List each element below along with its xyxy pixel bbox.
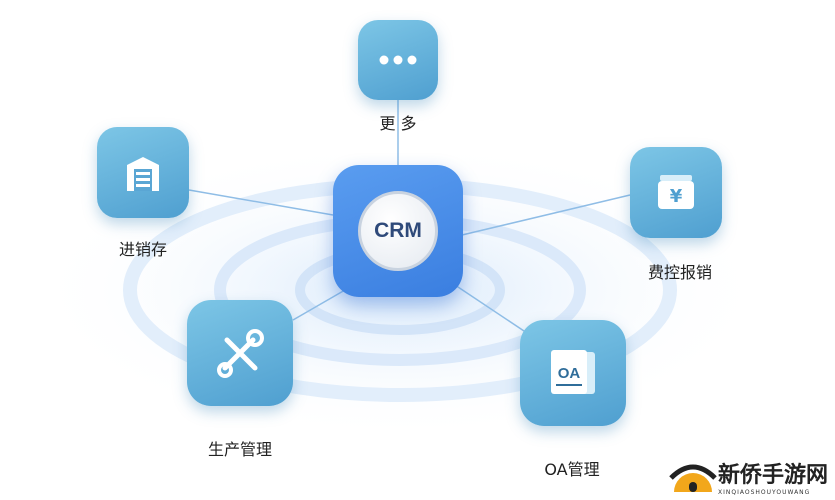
node-inventory[interactable] [97, 127, 189, 218]
node-more[interactable] [358, 20, 438, 100]
watermark-subtitle: XINQIAOSHOUYOUWANG [718, 488, 811, 496]
line-inventory [188, 189, 334, 216]
node-oa[interactable]: OA [520, 320, 626, 426]
watermark-title: 新侨手游网 [718, 461, 829, 488]
yen-wallet-icon: ¥ [658, 174, 694, 209]
watermark-logo-icon [669, 464, 717, 492]
node-expense[interactable]: ¥ [630, 147, 722, 238]
yen-symbol: ¥ [670, 186, 683, 207]
oa-text: OA [558, 365, 581, 382]
more-dots-icon [379, 55, 417, 65]
connector-lines [188, 100, 631, 336]
label-expense: 费控报销 [647, 263, 713, 282]
warehouse-icon [127, 156, 159, 191]
label-inventory: 进销存 [118, 240, 168, 259]
label-more: 更 多 [379, 114, 417, 133]
oa-document-icon: OA [551, 350, 595, 394]
crm-label: CRM [358, 191, 438, 271]
label-oa: OA管理 [544, 460, 600, 479]
line-oa [454, 284, 531, 336]
line-expense [461, 194, 631, 236]
tools-icon [217, 329, 264, 378]
watermark: 新侨手游网 XINQIAOSHOUYOUWANG [668, 456, 828, 496]
node-production[interactable] [187, 300, 293, 406]
crm-center-node[interactable]: CRM [333, 165, 463, 297]
label-production: 生产管理 [207, 440, 273, 459]
line-production [292, 289, 346, 321]
